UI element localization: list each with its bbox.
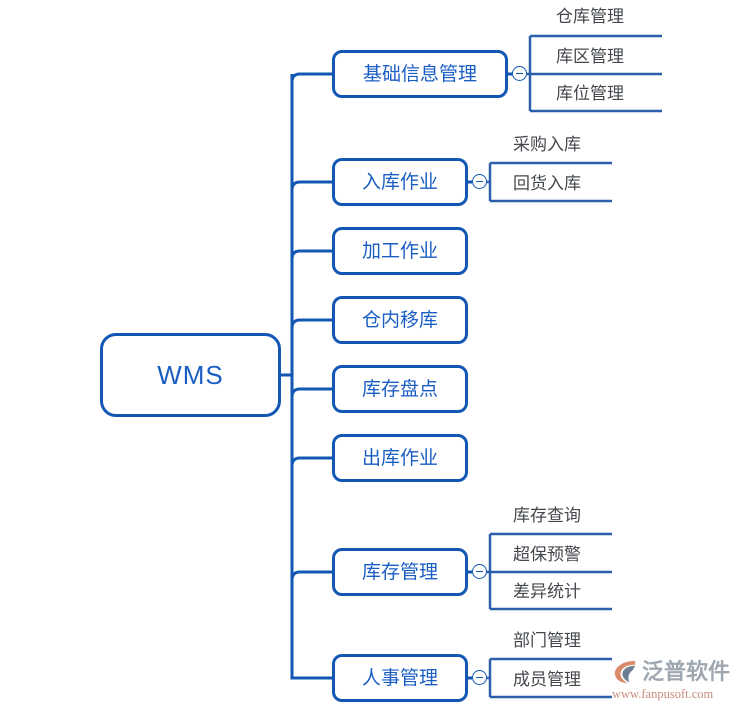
minus-glyph [476, 676, 483, 679]
node-inbound-operation[interactable]: 入库作业 [332, 158, 468, 206]
leaf-storage-area-management[interactable]: 库区管理 [556, 47, 624, 66]
collapse-minus-icon-basic-info[interactable] [512, 66, 527, 81]
leaf-variance-statistics[interactable]: 差异统计 [513, 582, 581, 601]
minus-glyph [476, 570, 483, 573]
node-label: 库存管理 [361, 561, 438, 583]
link-branch-2 [290, 180, 332, 196]
node-label: 基础信息管理 [362, 63, 477, 85]
fanpu-logo-icon [612, 658, 639, 685]
node-stocktaking[interactable]: 库存盘点 [332, 365, 468, 413]
leaf-return-inbound[interactable]: 回货入库 [513, 174, 581, 193]
link-branch-6 [290, 456, 332, 472]
node-label: 人事管理 [361, 667, 438, 689]
node-label: 库存盘点 [361, 378, 438, 400]
leaf-purchase-inbound[interactable]: 采购入库 [513, 135, 581, 154]
leaf-storage-location-management[interactable]: 库位管理 [556, 84, 624, 103]
link-branch-7 [290, 570, 332, 586]
node-processing-operation[interactable]: 加工作业 [332, 227, 468, 275]
node-label: 入库作业 [361, 171, 438, 193]
node-label: 出库作业 [361, 447, 438, 469]
root-node-wms[interactable]: WMS [100, 333, 281, 417]
link-branch-4 [290, 318, 332, 334]
root-node-label: WMS [157, 360, 224, 390]
leaf-department-management[interactable]: 部门管理 [513, 631, 581, 650]
link-branch-3 [290, 249, 332, 265]
collapse-minus-icon-hr[interactable] [472, 670, 487, 685]
link-branch-5 [290, 387, 332, 403]
node-label: 加工作业 [361, 240, 438, 262]
watermark-brand-text: 泛普软件 [642, 658, 731, 684]
leaf-member-management[interactable]: 成员管理 [513, 670, 581, 689]
minus-glyph [516, 72, 523, 75]
collapse-minus-icon-inventory[interactable] [472, 564, 487, 579]
node-basic-info-management[interactable]: 基础信息管理 [332, 50, 508, 98]
watermark-url-text: www.fanpusoft.com [612, 687, 714, 701]
link-branch-1 [290, 72, 332, 88]
link-branch-8 [290, 670, 332, 680]
node-inventory-management[interactable]: 库存管理 [332, 548, 468, 596]
leaf-warehouse-management[interactable]: 仓库管理 [556, 7, 624, 26]
node-label: 仓内移库 [361, 309, 438, 331]
node-hr-management[interactable]: 人事管理 [332, 654, 468, 702]
watermark-brand-row: 泛普软件 [612, 658, 730, 685]
watermark: 泛普软件 www.fanpusoft.com [612, 658, 730, 712]
leaf-overdue-warning[interactable]: 超保预警 [513, 545, 581, 564]
collapse-minus-icon-inbound[interactable] [472, 174, 487, 189]
node-outbound-operation[interactable]: 出库作业 [332, 434, 468, 482]
leaf-inventory-query[interactable]: 库存查询 [513, 506, 581, 525]
node-warehouse-transfer[interactable]: 仓内移库 [332, 296, 468, 344]
minus-glyph [476, 180, 483, 183]
